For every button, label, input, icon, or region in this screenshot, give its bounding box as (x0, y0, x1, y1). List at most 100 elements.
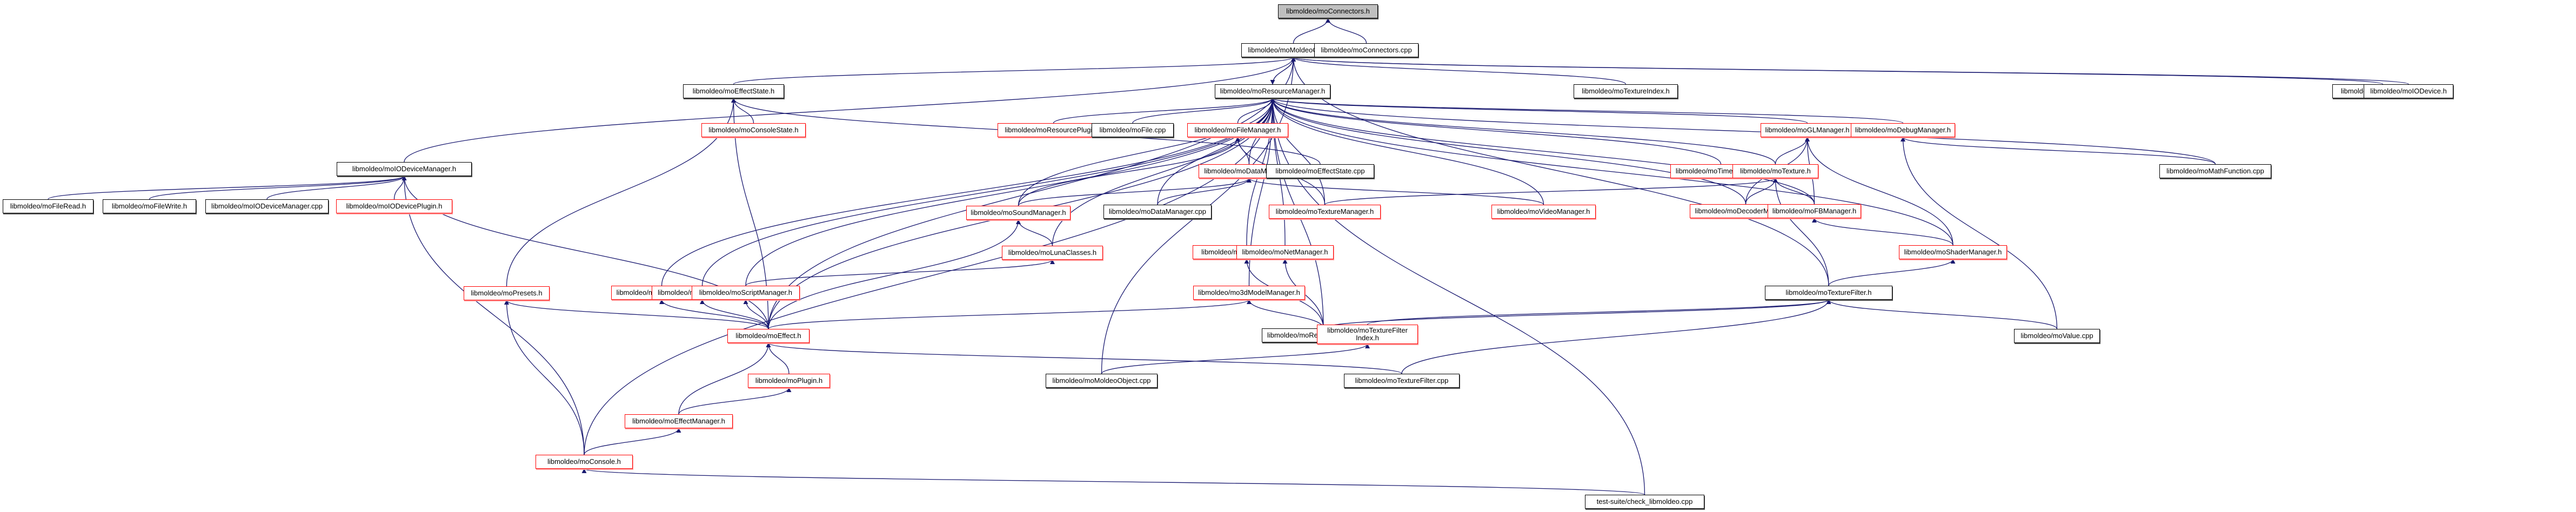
edge-resourcemanager-cpp-to-texturefilter-h (1323, 299, 1831, 329)
edge-datamanager-cpp-to-datamanager-h (1157, 178, 1252, 205)
edge-console-h-to-effectmanager-h (584, 428, 681, 455)
edge-videomanager-h-to-resourcemanager-h (1270, 98, 1544, 205)
edge-console-h-to-presets-h (504, 300, 585, 455)
node-mathfunction-cpp[interactable]: libmoldeo/moMathFunction.cpp (2159, 164, 2271, 178)
node-file-cpp[interactable]: libmoldeo/moFile.cpp (1092, 123, 1174, 137)
edge-scriptmanager-h-to-lunaclasses-h (745, 259, 1055, 286)
edge-effect-h-to-3dmodelmanager-h (768, 299, 1252, 329)
edge-moldeoobject-h-to-connectors-h (1293, 18, 1331, 44)
edge-decodermanager-h-to-resourcemanager-h (1270, 98, 1747, 205)
edge-soundmanager-h-to-datamanager-h (1018, 178, 1252, 206)
edge-resourcemanager-cpp-to-3dmodelmanager-h (1246, 299, 1324, 329)
edge-effectmanager-h-to-effect-h (678, 342, 771, 415)
edge-texturefilter-h-to-texture-h (1772, 178, 1829, 286)
node-scriptmanager-h[interactable]: libmoldeo/moScriptManager.h (692, 286, 800, 300)
node-resourcemanager-h[interactable]: libmoldeo/moResourceManager.h (1215, 84, 1330, 98)
edge-texturemanager-h-to-texture-h (1324, 178, 1778, 205)
edge-effect-h-to-presets-h (504, 300, 769, 329)
edge-value-cpp-to-texturefilter-h (1826, 299, 2058, 329)
node-plugin-h[interactable]: libmoldeo/moPlugin.h (748, 374, 830, 388)
edge-check-libmoldeo-cpp-to-resourcemanager-h (1270, 98, 1645, 495)
node-debugmanager-h[interactable]: libmoldeo/moDebugManager.h (1851, 123, 1955, 137)
node-iodeviceplugin-h[interactable]: libmoldeo/moIODevicePlugin.h (336, 199, 452, 213)
node-value-cpp[interactable]: libmoldeo/moValue.cpp (2014, 329, 2100, 343)
node-soundmanager-h[interactable]: libmoldeo/moSoundManager.h (966, 206, 1070, 220)
edge-timemanager-h-to-resourcemanager-h (1270, 98, 1722, 165)
node-lunaclasses-h[interactable]: libmoldeo/moLunaClasses.h (1002, 246, 1103, 260)
edge-presets-h-to-effectstate-h (506, 98, 737, 287)
edge-fileread-h-to-iodevicemanager-h (48, 176, 407, 200)
edge-videomanager-h-to-datamanager-h (1247, 178, 1544, 205)
edge-texturefilter-cpp-to-texturefilter-h (1401, 299, 1831, 374)
edge-texturefilter-cpp-to-effect-h (766, 342, 1402, 374)
node-texturefilter-cpp[interactable]: libmoldeo/moTextureFilter.cpp (1344, 374, 1460, 388)
node-3dmodelmanager-h[interactable]: libmoldeo/mo3dModelManager.h (1193, 286, 1305, 300)
node-connectors-cpp[interactable]: libmoldeo/moConnectors.cpp (1314, 43, 1419, 57)
edge-mathfunction-cpp-to-resourcemanager-h (1270, 98, 2216, 165)
node-iodevicemanager-cpp[interactable]: libmoldeo/moIODeviceManager.cpp (205, 199, 329, 213)
edge-iodevicemanager-cpp-to-iodevicemanager-h (266, 176, 407, 200)
edge-effectstate-h-to-moldeoobject-h (733, 57, 1296, 85)
edge-console-h-to-resourcemanager-h (584, 98, 1275, 455)
edge-value-cpp-to-debugmanager-h (1900, 137, 2058, 329)
edge-fbmanager-h-to-resourcemanager-h (1270, 98, 1815, 205)
edge-texture-h-to-resourcemanager-h (1270, 98, 1776, 165)
edge-effect-h-to-fontmanager-h (699, 299, 769, 329)
node-effectmanager-h[interactable]: libmoldeo/moEffectManager.h (625, 414, 733, 428)
node-filemanager-h[interactable]: libmoldeo/moFileManager.h (1187, 123, 1288, 137)
node-textureindex-h[interactable]: libmoldeo/moTextureIndex.h (1574, 84, 1678, 98)
node-texturefilterindex-h[interactable]: libmoldeo/moTextureFilter Index.h (1317, 325, 1418, 344)
edge-iodevicemanager-h-to-moldeoobject-h (404, 57, 1296, 163)
node-iodevice-h[interactable]: libmoldeo/moIODevice.h (2364, 84, 2453, 98)
edge-file-cpp-to-resourcemanager-h (1132, 98, 1275, 124)
edge-effect-h-to-iodevicemanager-h (402, 176, 769, 329)
edge-shadermanager-h-to-glmanager-h (1804, 137, 1953, 246)
node-moldeoobject-cpp[interactable]: libmoldeo/moMoldeoObject.cpp (1046, 374, 1157, 388)
node-texturemanager-h[interactable]: libmoldeo/moTextureManager.h (1269, 205, 1381, 219)
edge-glmanager-h-to-resourcemanager-h (1270, 98, 1808, 124)
edge-textureindex-h-to-moldeoobject-h (1291, 57, 1627, 85)
node-presets-h[interactable]: libmoldeo/moPresets.h (464, 286, 550, 300)
edge-shadermanager-h-to-fbmanager-h (1812, 218, 1953, 246)
edge-texturemanager-h-to-resourcemanager-h (1270, 98, 1326, 205)
edge-lunaclasses-h-to-soundmanager-h (1015, 219, 1053, 246)
node-videomanager-h[interactable]: libmoldeo/moVideoManager.h (1491, 205, 1596, 219)
node-fbmanager-h[interactable]: libmoldeo/moFBManager.h (1768, 204, 1861, 218)
node-effect-h[interactable]: libmoldeo/moEffect.h (727, 329, 809, 343)
node-connectors-h: libmoldeo/moConnectors.h (1278, 4, 1378, 18)
edge-soundmanager-h-to-resourcemanager-h (1018, 98, 1275, 206)
node-consolestate-h[interactable]: libmoldeo/moConsoleState.h (701, 123, 806, 137)
edge-iodevice-h-to-moldeoobject-h (1291, 57, 2409, 85)
edge-shadermanager-h-to-resourcemanager-h (1270, 98, 1953, 246)
edge-texture-h-to-glmanager-h (1775, 137, 1810, 165)
edge-texturefilter-h-to-moldeoobject-h (1290, 57, 1829, 286)
edge-resourceplugin-h-to-resourcemanager-h (1053, 98, 1275, 124)
edge-texturefilterindex-h-to-texturefilter-h (1367, 299, 1831, 325)
node-texturefilter-h[interactable]: libmoldeo/moTextureFilter.h (1765, 286, 1892, 300)
edge-filewrite-h-to-iodevicemanager-h (149, 176, 407, 200)
node-filewrite-h[interactable]: libmoldeo/moFileWrite.h (103, 199, 196, 213)
node-shadermanager-h[interactable]: libmoldeo/moShaderManager.h (1899, 245, 2007, 259)
node-effectstate-h[interactable]: libmoldeo/moEffectState.h (683, 84, 784, 98)
node-check-libmoldeo-cpp[interactable]: test-suite/check_libmoldeo.cpp (1585, 495, 1704, 509)
node-console-h[interactable]: libmoldeo/moConsole.h (536, 455, 633, 469)
edge-connectors-cpp-to-connectors-h (1325, 18, 1367, 44)
node-netmanager-h[interactable]: libmoldeo/moNetManager.h (1236, 245, 1334, 259)
edge-effect-h-to-scriptmanager-h (743, 299, 769, 329)
node-iodevicemanager-h[interactable]: libmoldeo/moIODeviceManager.h (337, 162, 472, 176)
edge-effect-h-to-mathmanager-h (659, 299, 769, 329)
node-glmanager-h[interactable]: libmoldeo/moGLManager.h (1761, 123, 1854, 137)
node-resourceplugin-h[interactable]: libmoldeo/moResourcePlugin.h (998, 123, 1109, 137)
edge-check-libmoldeo-cpp-to-console-h (582, 468, 1645, 495)
edge-effectmanager-h-to-plugin-h (678, 387, 792, 415)
node-fileread-h[interactable]: libmoldeo/moFileRead.h (3, 199, 93, 213)
node-datamanager-cpp[interactable]: libmoldeo/moDataManager.cpp (1103, 205, 1212, 219)
edge-soundmanager-h-to-filemanager-h (1018, 137, 1240, 206)
edge-console-h-to-iodevicemanager-h (402, 176, 585, 455)
node-texture-h[interactable]: libmoldeo/moTexture.h (1732, 164, 1818, 178)
edge-texturefilter-h-to-shadermanager-h (1828, 259, 1956, 286)
edge-moldeoobject-cpp-to-texturefilterindex-h (1101, 343, 1370, 374)
node-effectstate-cpp[interactable]: libmoldeo/moEffectState.cpp (1266, 164, 1374, 178)
edge-plugin-h-to-effect-h (766, 342, 789, 374)
